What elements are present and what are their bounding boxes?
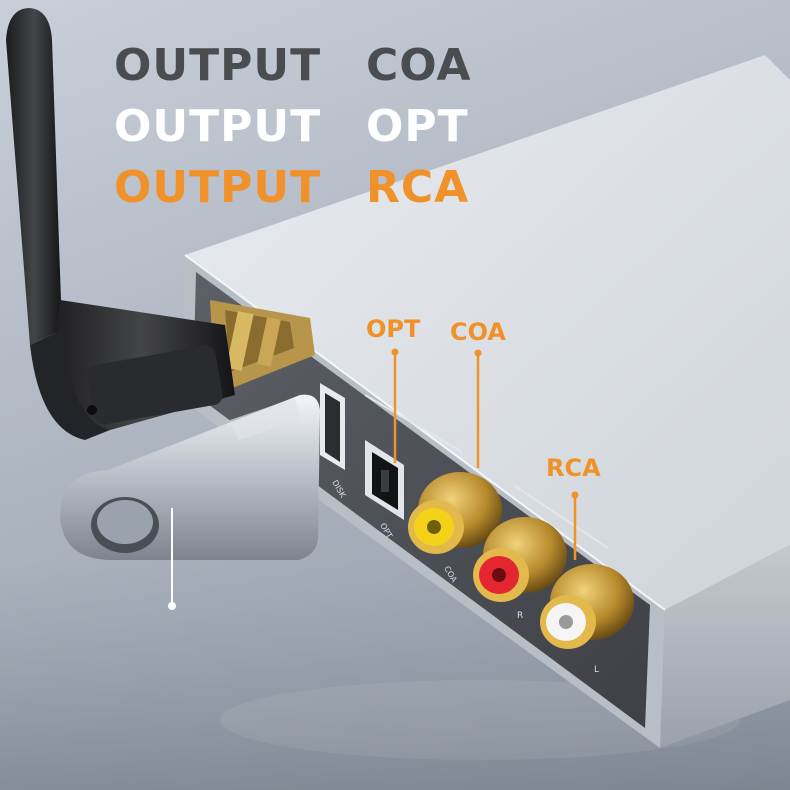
headline-word: OUTPUT xyxy=(114,40,322,91)
headline-port: COA xyxy=(366,40,472,91)
antenna-icon xyxy=(6,8,235,440)
device-top-surface xyxy=(185,55,790,610)
headline-port: RCA xyxy=(366,162,470,213)
rca-left-jack xyxy=(540,564,634,649)
label-r: R xyxy=(517,611,523,621)
callout-label-rca: RCA xyxy=(546,454,601,482)
antenna-connector xyxy=(210,300,315,395)
headline-word: OUTPUT xyxy=(114,162,322,213)
usb-callout-dot xyxy=(168,602,176,610)
rca-right-jack xyxy=(473,517,567,602)
device-right-side xyxy=(660,545,790,748)
callout-label-opt: OPT xyxy=(366,315,421,343)
usb-drive-icon xyxy=(60,394,320,610)
headline-port: OPT xyxy=(366,101,469,152)
headline-word: OUTPUT xyxy=(114,101,322,152)
coaxial-jack xyxy=(408,472,502,554)
panel-markings xyxy=(364,394,609,549)
callout-dot-coa xyxy=(474,349,482,357)
label-l: L xyxy=(594,665,599,675)
rca-jack-icon: OUT COA R L xyxy=(408,449,634,675)
callout-label-coa: COA xyxy=(450,318,506,346)
callout-lines xyxy=(391,348,579,560)
callout-dot-opt xyxy=(391,348,399,356)
callout-dot-rca xyxy=(571,491,579,499)
